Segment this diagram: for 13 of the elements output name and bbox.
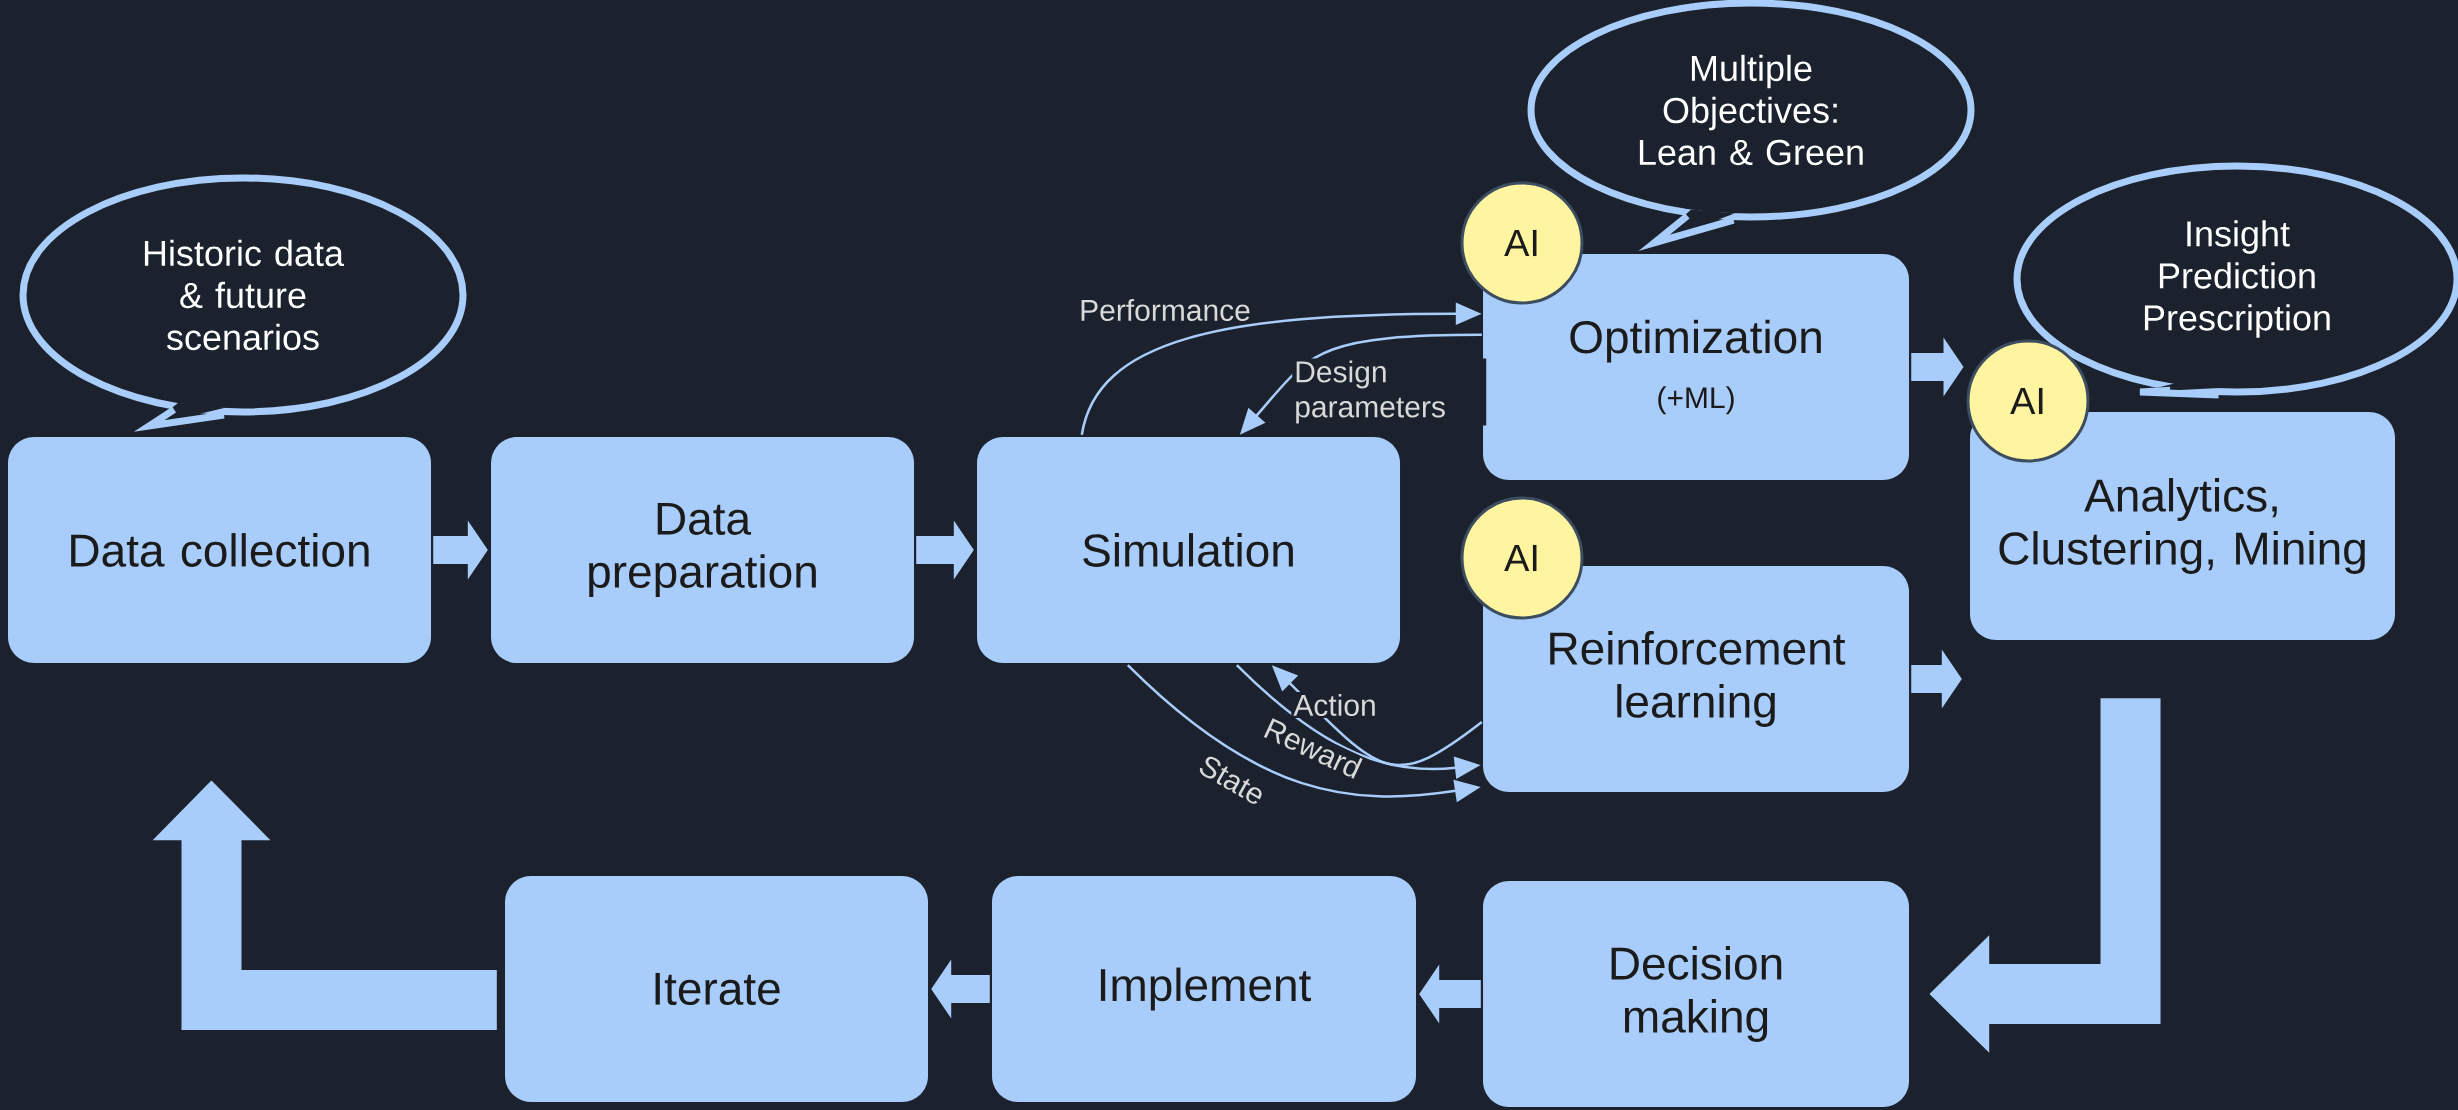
process-box: Implement: [992, 876, 1416, 1102]
edge-label: Design parameters: [1292, 358, 1487, 426]
ai-badge: AI: [1460, 496, 1584, 620]
ai-badge: AI: [1966, 339, 2090, 463]
process-box: Decision making: [1483, 881, 1909, 1107]
process-box: Data preparation: [491, 437, 914, 663]
process-box: Simulation: [977, 437, 1400, 663]
speech-bubble: Historic data & future scenarios: [19, 174, 467, 432]
process-box: Iterate: [505, 876, 928, 1102]
edge-label: Performance: [1077, 297, 1253, 323]
process-box: Data collection: [8, 437, 431, 663]
ai-badge: AI: [1460, 181, 1584, 305]
edge-label: Action: [1291, 691, 1379, 718]
